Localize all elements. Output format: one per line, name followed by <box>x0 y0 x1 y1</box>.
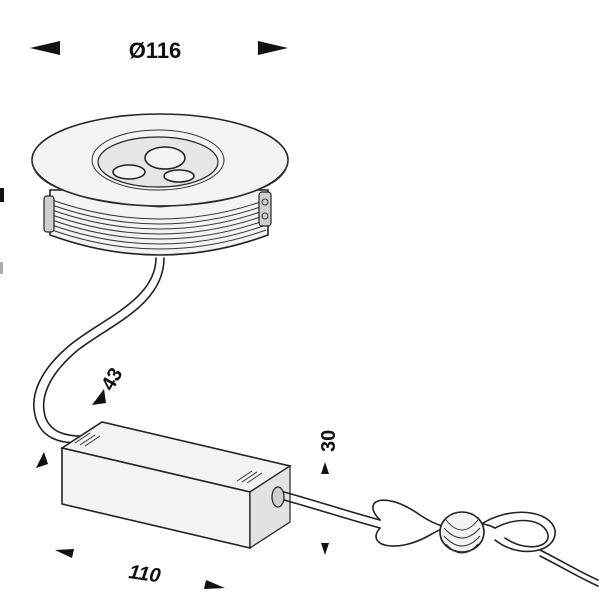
cable-dim-arrow-bottom <box>321 543 329 555</box>
driver-height-label: 43 <box>97 364 127 394</box>
driver-length-dimension: 110 <box>55 549 225 589</box>
led-lenses <box>112 146 195 183</box>
diameter-label: Ø116 <box>129 38 182 63</box>
fixture-cable <box>33 257 165 444</box>
cropped-dimension-marks <box>0 188 4 274</box>
cable-dimension: 30 <box>318 430 340 555</box>
cable-dim-label: 30 <box>318 430 340 452</box>
housing-fins <box>51 199 267 250</box>
spring-clip-left <box>43 195 55 233</box>
diameter-dimension: Ø116 <box>30 38 288 63</box>
downlight-fixture <box>31 113 289 256</box>
trim-inner-ring <box>91 129 225 191</box>
cable-coil <box>372 499 556 554</box>
driver-length-label: 110 <box>127 561 162 587</box>
output-cable <box>283 491 599 587</box>
driver-length-arrow-right <box>204 580 225 589</box>
driver-vents <box>74 432 263 484</box>
cable-gland <box>271 486 285 508</box>
led-driver <box>59 421 293 550</box>
diameter-arrow-right <box>258 41 288 55</box>
driver-height-arrow-bottom <box>36 452 48 468</box>
cable-dim-arrow-top <box>321 462 329 474</box>
driver-end-face <box>249 464 291 550</box>
spring-clip-right <box>258 191 272 227</box>
diameter-arrow-left <box>30 41 60 55</box>
driver-height-arrow-top <box>92 389 106 405</box>
driver-length-arrow-left <box>55 549 74 558</box>
